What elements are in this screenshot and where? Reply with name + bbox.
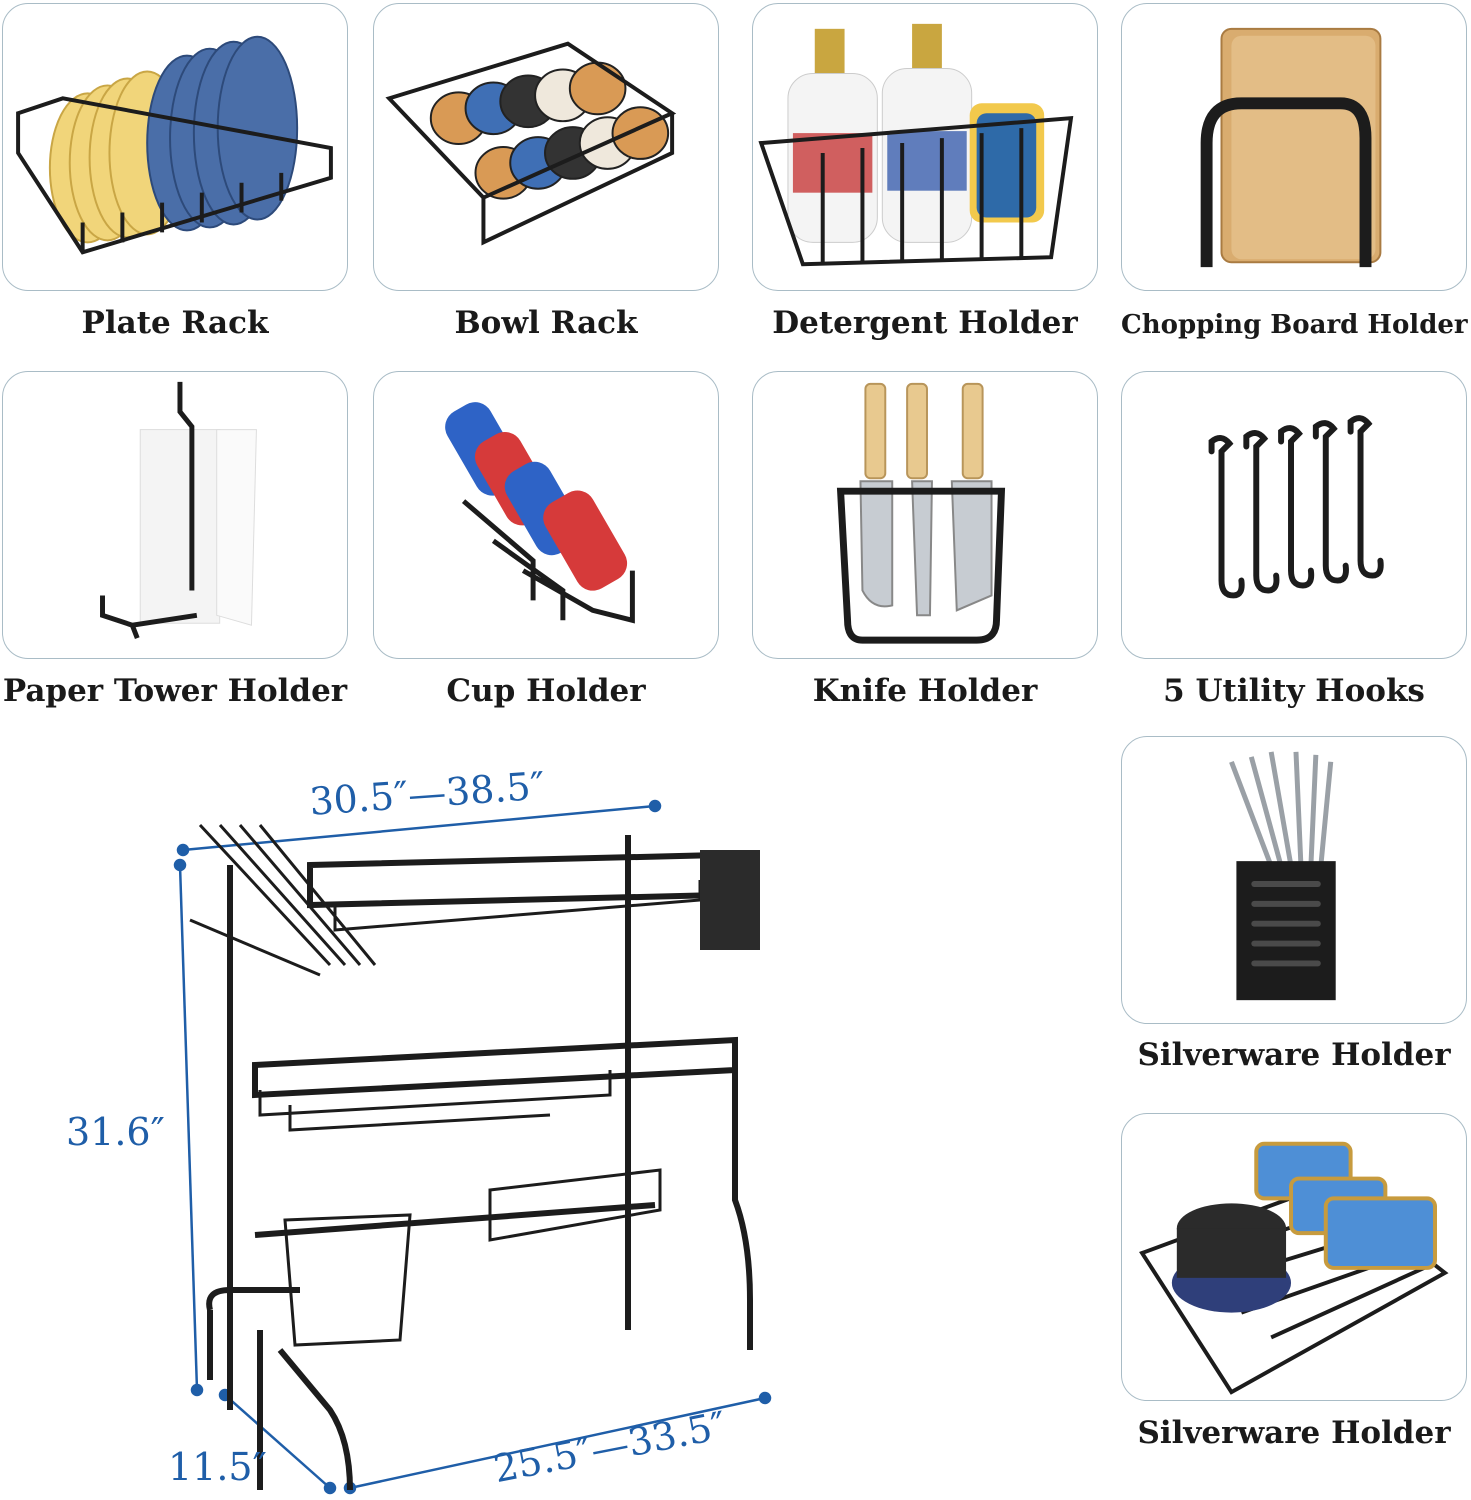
accessory-label: Bowl Rack (454, 305, 638, 341)
dish-rack-diagram (173, 799, 772, 1495)
paper-towel-holder-icon (100, 381, 257, 640)
plate-rack-icon (16, 35, 333, 255)
accessory-label: Detergent Holder (772, 305, 1078, 341)
detergent-holder-icon (758, 23, 1074, 267)
plate-rack-card (2, 3, 348, 291)
pot-rack-card (1121, 1113, 1467, 1401)
detergent-holder-card (752, 3, 1098, 291)
knife-holder-icon (836, 382, 1006, 644)
utility-hooks-icon (1208, 415, 1384, 599)
accessory-label: Cup Holder (446, 673, 646, 709)
bowl-rack-card (373, 3, 719, 291)
silverware-holder-card (1121, 736, 1467, 1024)
accessory-label: Knife Holder (812, 673, 1038, 709)
cup-holder-icon (445, 402, 635, 624)
accessory-label: 5 Utility Hooks (1163, 673, 1425, 709)
accessory-label: Silverware Holder (1137, 1037, 1451, 1073)
silverware-holder-icon (1229, 751, 1336, 1001)
knife-holder-card (752, 371, 1098, 659)
accessory-label: Paper Tower Holder (2, 673, 348, 709)
accessory-label: Chopping Board Holder (1121, 310, 1468, 340)
cup-holder-card (373, 371, 719, 659)
paper-towel-holder-card (2, 371, 348, 659)
utility-hooks-card (1121, 371, 1467, 659)
height-dimension: 31.6″ (66, 1110, 165, 1154)
chopping-board-holder-icon (1200, 27, 1382, 268)
accessory-label: Silverware Holder (1137, 1415, 1451, 1451)
pot-rack-icon (1139, 1141, 1449, 1395)
depth-dimension: 11.5″ (168, 1445, 267, 1489)
chopping-board-holder-card (1121, 3, 1467, 291)
bowl-rack-icon (385, 41, 677, 246)
accessory-label: Plate Rack (81, 305, 269, 341)
